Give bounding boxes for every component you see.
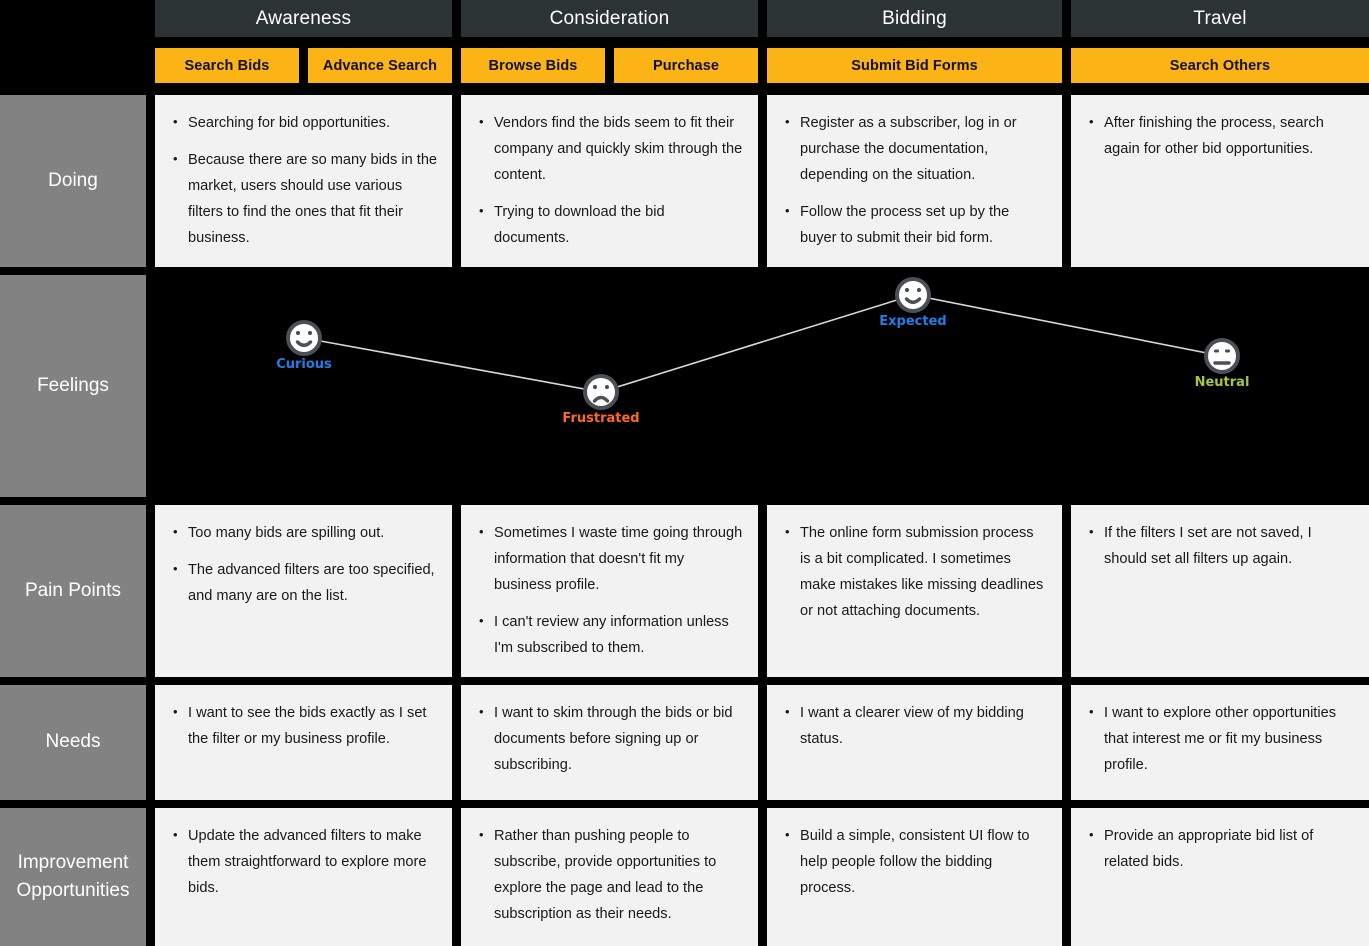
row-label-text: Needs bbox=[45, 731, 101, 753]
cell-pain-points-bidding: The online form submission process is a … bbox=[767, 505, 1062, 677]
cell-needs-bidding: I want a clearer view of my bidding stat… bbox=[767, 685, 1062, 800]
emotion-label-frustrated: Frustrated bbox=[562, 411, 639, 426]
action-chip-search-others[interactable]: Search Others bbox=[1071, 48, 1369, 83]
cell-doing-travel: After finishing the process, search agai… bbox=[1071, 95, 1369, 267]
action-chip-label: Search Others bbox=[1169, 57, 1271, 74]
action-chip-label: Purchase bbox=[652, 57, 720, 74]
cell-pain-points-consideration: Sometimes I waste time going through inf… bbox=[461, 505, 758, 677]
list-item: The online form submission process is a … bbox=[783, 520, 1048, 625]
list-item: Build a simple, consistent UI flow to he… bbox=[783, 823, 1048, 902]
feelings-chart: Curious Frustrated Expected bbox=[155, 275, 1369, 497]
action-chip-advance-search[interactable]: Advance Search bbox=[308, 48, 452, 83]
list-item: Searching for bid opportunities. bbox=[171, 110, 438, 137]
row-label-text: Pain Points bbox=[24, 579, 122, 601]
cell-improvement-bidding: Build a simple, consistent UI flow to he… bbox=[767, 808, 1062, 946]
cell-improvement-consideration: Rather than pushing people to subscribe,… bbox=[461, 808, 758, 946]
list-item: I want to see the bids exactly as I set … bbox=[171, 700, 438, 753]
list-item: I can't review any information unless I'… bbox=[477, 609, 744, 662]
emotion-line-chart: Curious Frustrated Expected bbox=[276, 277, 1250, 426]
list-item: Rather than pushing people to subscribe,… bbox=[477, 823, 744, 928]
action-chip-search-bids[interactable]: Search Bids bbox=[155, 48, 299, 83]
row-label-text: Improvement Opportunities bbox=[16, 851, 130, 902]
stage-header-awareness: Awareness bbox=[155, 0, 452, 37]
row-label-pain-points: Pain Points bbox=[0, 505, 146, 677]
list-item: Trying to download the bid documents. bbox=[477, 199, 744, 252]
row-label-feelings: Feelings bbox=[0, 275, 146, 497]
frowning-face-icon bbox=[583, 374, 619, 410]
list-item: If the filters I set are not saved, I sh… bbox=[1087, 520, 1355, 573]
action-chip-purchase[interactable]: Purchase bbox=[614, 48, 758, 83]
cell-doing-bidding: Register as a subscriber, log in or purc… bbox=[767, 95, 1062, 267]
cell-improvement-travel: Provide an appropriate bid list of relat… bbox=[1071, 808, 1369, 946]
list-item: Vendors find the bids seem to fit their … bbox=[477, 110, 744, 189]
action-chip-label: Advance Search bbox=[322, 57, 438, 74]
stage-header-travel: Travel bbox=[1071, 0, 1369, 37]
smiley-face-icon bbox=[286, 320, 322, 356]
stage-header-consideration: Consideration bbox=[461, 0, 758, 37]
stage-header-label: Consideration bbox=[549, 7, 670, 29]
stage-header-label: Travel bbox=[1193, 7, 1247, 29]
emotion-point-neutral: Neutral bbox=[1195, 338, 1250, 390]
cell-pain-points-awareness: Too many bids are spilling out. The adva… bbox=[155, 505, 452, 677]
emotion-trend-line bbox=[303, 294, 1223, 393]
action-chip-label: Browse Bids bbox=[488, 57, 578, 74]
list-item: After finishing the process, search agai… bbox=[1087, 110, 1355, 163]
list-item: Update the advanced filters to make them… bbox=[171, 823, 438, 902]
list-item: I want to skim through the bids or bid d… bbox=[477, 700, 744, 779]
list-item: Because there are so many bids in the ma… bbox=[171, 147, 438, 252]
stage-header-label: Awareness bbox=[255, 7, 352, 29]
row-label-text: Doing bbox=[48, 169, 98, 191]
list-item: Provide an appropriate bid list of relat… bbox=[1087, 823, 1355, 876]
list-item: Too many bids are spilling out. bbox=[171, 520, 438, 547]
stage-header-bidding: Bidding bbox=[767, 0, 1062, 37]
list-item: I want a clearer view of my bidding stat… bbox=[783, 700, 1048, 753]
action-chip-label: Submit Bid Forms bbox=[851, 57, 978, 74]
emotion-label-curious: Curious bbox=[276, 357, 332, 372]
row-label-text: Feelings bbox=[37, 374, 109, 396]
list-item: Register as a subscriber, log in or purc… bbox=[783, 110, 1048, 189]
cell-needs-travel: I want to explore other opportunities th… bbox=[1071, 685, 1369, 800]
list-item: Follow the process set up by the buyer t… bbox=[783, 199, 1048, 252]
action-chip-label: Search Bids bbox=[184, 57, 270, 74]
cell-doing-consideration: Vendors find the bids seem to fit their … bbox=[461, 95, 758, 267]
smiley-face-icon bbox=[895, 277, 931, 313]
row-label-needs: Needs bbox=[0, 685, 146, 800]
row-label-doing: Doing bbox=[0, 95, 146, 267]
list-item: I want to explore other opportunities th… bbox=[1087, 700, 1355, 779]
stage-header-label: Bidding bbox=[882, 7, 947, 29]
cell-pain-points-travel: If the filters I set are not saved, I sh… bbox=[1071, 505, 1369, 677]
action-chip-browse-bids[interactable]: Browse Bids bbox=[461, 48, 605, 83]
row-label-improvement-opportunities: Improvement Opportunities bbox=[0, 808, 146, 946]
cell-doing-awareness: Searching for bid opportunities. Because… bbox=[155, 95, 452, 267]
emotion-label-expected: Expected bbox=[879, 314, 946, 329]
emotion-label-neutral: Neutral bbox=[1195, 375, 1250, 390]
emotion-point-curious: Curious bbox=[276, 320, 332, 372]
cell-needs-consideration: I want to skim through the bids or bid d… bbox=[461, 685, 758, 800]
emotion-point-expected: Expected bbox=[879, 277, 947, 329]
emotion-point-frustrated: Frustrated bbox=[562, 374, 640, 426]
list-item: The advanced filters are too specified, … bbox=[171, 557, 438, 610]
list-item: Sometimes I waste time going through inf… bbox=[477, 520, 744, 599]
neutral-face-icon bbox=[1204, 338, 1240, 374]
cell-improvement-awareness: Update the advanced filters to make them… bbox=[155, 808, 452, 946]
cell-needs-awareness: I want to see the bids exactly as I set … bbox=[155, 685, 452, 800]
action-chip-submit-bid-forms[interactable]: Submit Bid Forms bbox=[767, 48, 1062, 83]
